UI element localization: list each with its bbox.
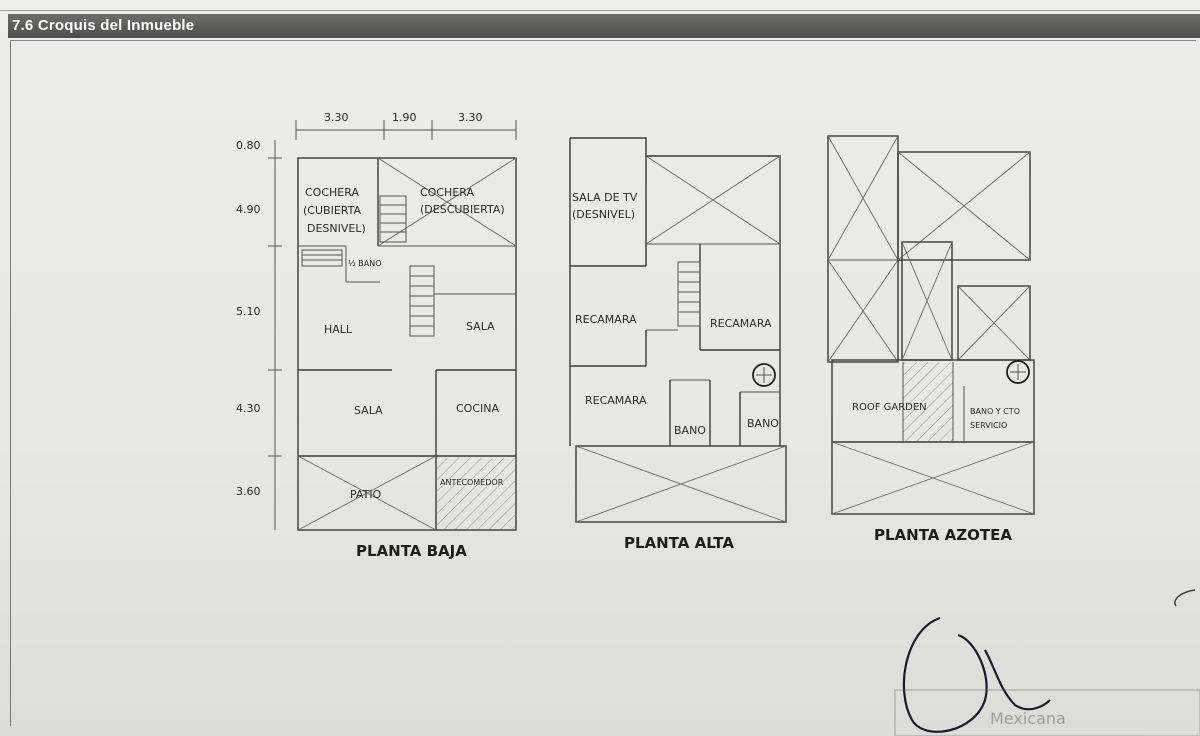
- room-cochera-cubierta-3: DESNIVEL): [307, 222, 366, 235]
- stamp-watermark: Mexicana: [894, 689, 1200, 736]
- width-dim-3: 3.30: [458, 111, 483, 124]
- depth-dim-3: 5.10: [236, 305, 261, 318]
- room-bano-2: BANO: [747, 417, 779, 430]
- width-dim-1: 3.30: [324, 111, 349, 124]
- room-hall: HALL: [324, 323, 353, 336]
- depth-dim-2: 4.90: [236, 203, 261, 216]
- room-recamara-1: RECAMARA: [575, 313, 637, 326]
- room-bano-servicio-2: SERVICIO: [970, 421, 1007, 430]
- room-antecomedor: ANTECOMEDOR: [440, 478, 504, 487]
- room-bano-servicio-1: BANO Y CTO: [970, 407, 1020, 416]
- depth-dim-1: 0.80: [236, 139, 261, 152]
- stamp-text: Mexicana: [990, 709, 1066, 728]
- room-roof-garden: ROOF GARDEN: [852, 402, 927, 413]
- plan-title-baja: PLANTA BAJA: [356, 542, 467, 560]
- plan-planta-baja: COCHERA (CUBIERTA DESNIVEL) COCHERA (DES…: [297, 157, 517, 560]
- room-recamara-2: RECAMARA: [710, 317, 772, 330]
- room-sala-upper: SALA: [466, 320, 495, 333]
- room-sala-lower: SALA: [354, 404, 383, 417]
- depth-dim-4: 4.30: [236, 402, 261, 415]
- content-frame: [10, 40, 1196, 726]
- room-cochera-cubierta-2: (CUBIERTA: [303, 204, 361, 217]
- room-cochera-descubierta-2: (DESCUBIERTA): [420, 203, 505, 216]
- plan-title-alta: PLANTA ALTA: [624, 534, 734, 552]
- room-bano-1: BANO: [674, 424, 706, 437]
- partial-signature-mark: [1174, 589, 1196, 607]
- dimension-annotations: 3.30 1.90 3.30 0.80 4.90 5.10 4.30 3.60: [236, 111, 517, 530]
- plan-planta-azotea: ROOF GARDEN BANO Y CTO SERVICIO PLANTA A…: [827, 135, 1035, 544]
- room-sala-tv-2: (DESNIVEL): [572, 208, 635, 221]
- room-cochera-descubierta-1: COCHERA: [420, 186, 474, 199]
- section-header-bar: 7.6 Croquis del Inmueble: [8, 14, 1200, 38]
- top-rule: [0, 0, 1200, 11]
- room-recamara-3: RECAMARA: [585, 394, 647, 407]
- width-dim-2: 1.90: [392, 111, 417, 124]
- room-patio: PATIO: [350, 488, 382, 501]
- room-medio-bano: ½ BANO: [348, 259, 382, 268]
- depth-dim-5: 3.60: [236, 485, 261, 498]
- plan-title-azotea: PLANTA AZOTEA: [874, 526, 1012, 544]
- room-sala-tv-1: SALA DE TV: [572, 191, 638, 204]
- plan-planta-alta: SALA DE TV (DESNIVEL) RECAMARA RECAMARA …: [569, 137, 787, 552]
- section-title: 7.6 Croquis del Inmueble: [12, 17, 195, 34]
- room-cochera-cubierta-1: COCHERA: [305, 186, 359, 199]
- room-cocina: COCINA: [456, 402, 499, 415]
- handwritten-signature: [902, 616, 1051, 733]
